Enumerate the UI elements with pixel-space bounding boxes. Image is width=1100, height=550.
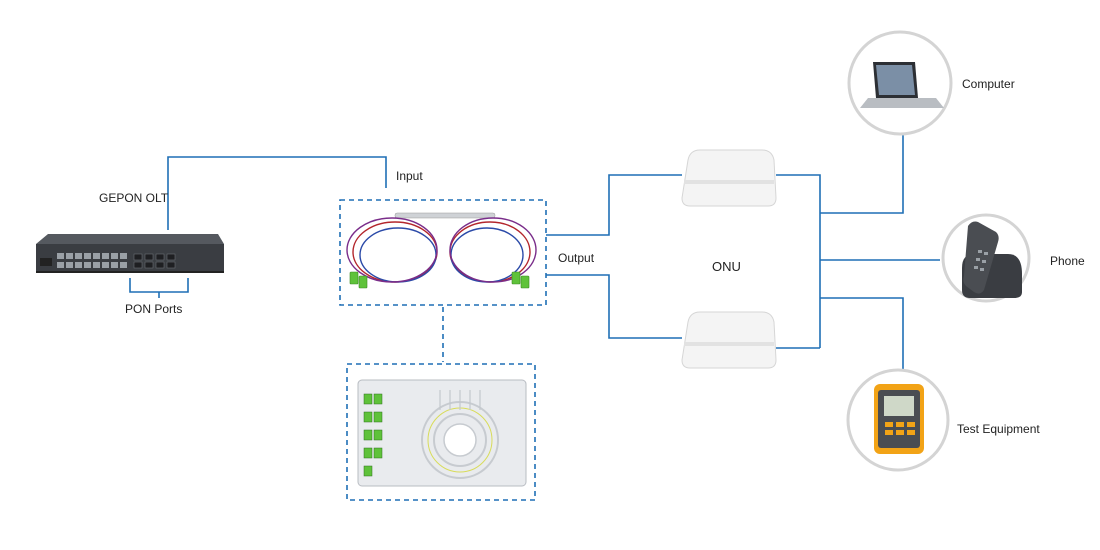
pon-ports-label: PON Ports [125,302,183,316]
splitter-to-onu-bottom-link [546,274,682,339]
onu-icon [681,149,777,207]
onu-icon [681,311,777,369]
phone-icon [941,213,1031,303]
computer-label: Computer [962,77,1015,91]
splitter-to-onu-top-link [546,174,682,236]
input-label: Input [396,169,423,183]
dashed-boxes [339,199,547,501]
olt-label: GEPON OLT [99,191,169,205]
splitter-box [339,199,547,306]
laptop-icon [847,30,953,136]
splice-tray-icon [357,379,527,487]
connection-lines [129,135,940,370]
olt-to-splitter-link [167,156,387,230]
bus-to-tester-link [820,297,904,370]
phone-label: Phone [1050,254,1085,268]
onu-top-to-bus-link [776,174,821,348]
onu-label: ONU [712,259,741,274]
tester-icon [846,368,950,472]
olt-switch-icon [36,234,224,273]
splitter-icon [346,212,537,289]
splice-tray-box [346,363,536,501]
bus-to-computer-link [820,135,904,214]
test-equipment-label: Test Equipment [957,422,1040,436]
pon-ports-bracket [129,278,189,293]
output-label: Output [558,251,595,265]
